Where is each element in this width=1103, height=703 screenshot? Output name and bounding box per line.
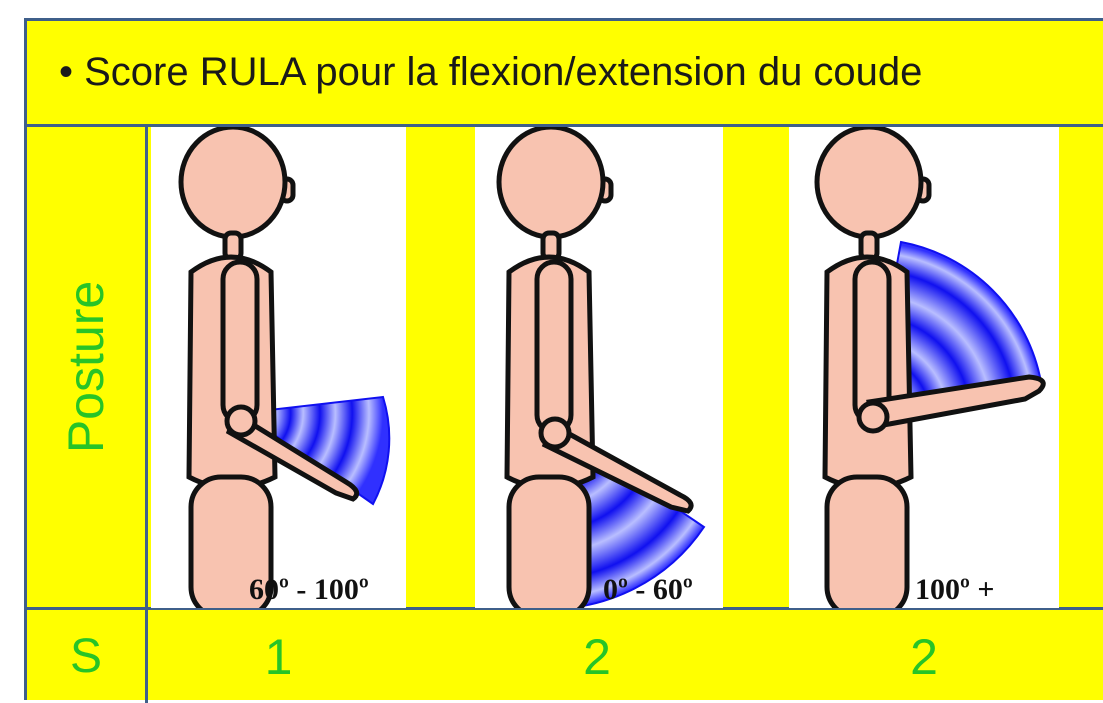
- angle-label-2: 0º - 60º: [603, 573, 693, 606]
- angle-arc-icon: [867, 240, 1043, 419]
- column-divider: [145, 124, 148, 703]
- row-divider: [27, 607, 1103, 610]
- head-icon: [496, 127, 606, 240]
- forearm-icon: [225, 410, 360, 502]
- posture-panel-1: 60º - 100º: [151, 127, 406, 608]
- page-title: • Score RULA pour la flexion/extension d…: [59, 50, 923, 94]
- figure-elbow-0-60: [496, 127, 706, 608]
- score-value-2: 2: [583, 628, 611, 685]
- title-divider: [27, 124, 1103, 127]
- angle-label-3: 100º +: [915, 573, 995, 606]
- posture-panel-2: 0º - 60º: [475, 127, 723, 608]
- upper-arm-icon: [220, 259, 260, 425]
- title-row: • Score RULA pour la flexion/extension d…: [27, 21, 1103, 124]
- legs-icon: [506, 474, 592, 608]
- posture-panel-3: 100º +: [789, 127, 1059, 608]
- score-value-3: 2: [910, 628, 938, 685]
- head-icon: [178, 127, 288, 240]
- figure-elbow-100-plus: [814, 127, 1046, 608]
- head-icon: [814, 127, 924, 240]
- angle-label-1: 60º - 100º: [249, 573, 369, 606]
- legs-icon: [188, 474, 274, 608]
- forearm-icon: [866, 374, 1046, 430]
- score-row-label: S: [69, 630, 102, 683]
- figure-elbow-60-100: [178, 127, 391, 608]
- forearm-icon: [541, 421, 694, 514]
- score-value-1: 1: [264, 628, 293, 685]
- angle-arc-icon: [240, 395, 391, 506]
- upper-arm-icon: [534, 259, 574, 435]
- legs-icon: [824, 474, 910, 608]
- posture-row-label: Posture: [27, 127, 145, 607]
- posture-label-text: Posture: [58, 280, 114, 454]
- rula-table: • Score RULA pour la flexion/extension d…: [24, 18, 1103, 703]
